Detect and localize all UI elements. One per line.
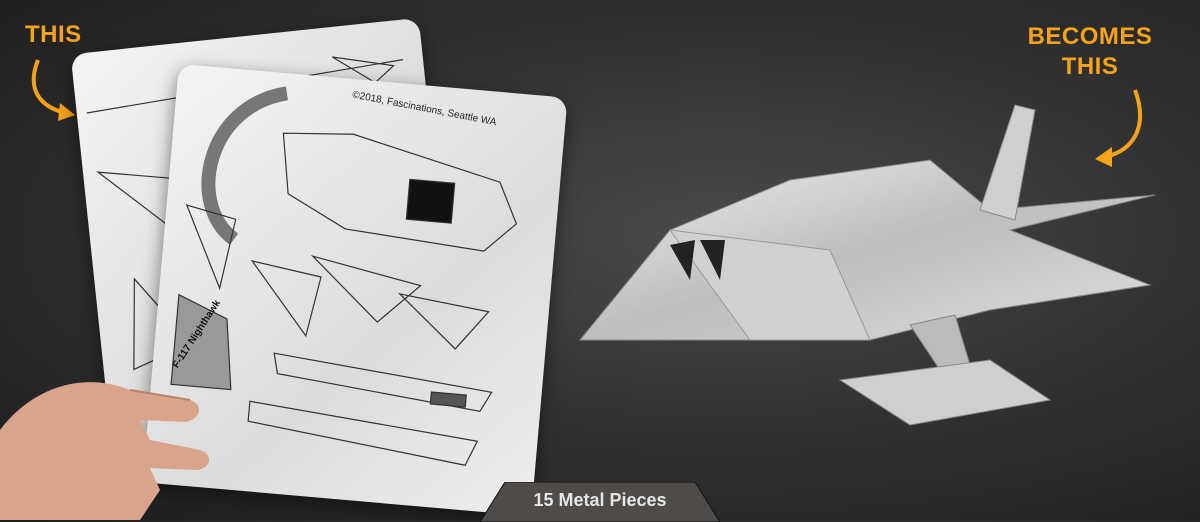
becomes-this-label: BECOMES THIS xyxy=(1027,23,1153,80)
pieces-count-text: 15 Metal Pieces xyxy=(533,490,667,510)
pieces-count-badge: 15 Metal Pieces xyxy=(480,482,720,522)
curved-arrow-left-icon xyxy=(31,59,75,121)
hand-image xyxy=(0,382,210,520)
f117-model-image xyxy=(578,104,1156,426)
sheet-parts-outline xyxy=(170,86,518,466)
this-label: THIS xyxy=(25,21,82,48)
badge-shape xyxy=(480,482,720,522)
metal-sheet-front: ©2018, Fascinations, Seattle WA F-117 Ni… xyxy=(142,63,568,517)
curved-arrow-right-icon xyxy=(1095,89,1142,167)
